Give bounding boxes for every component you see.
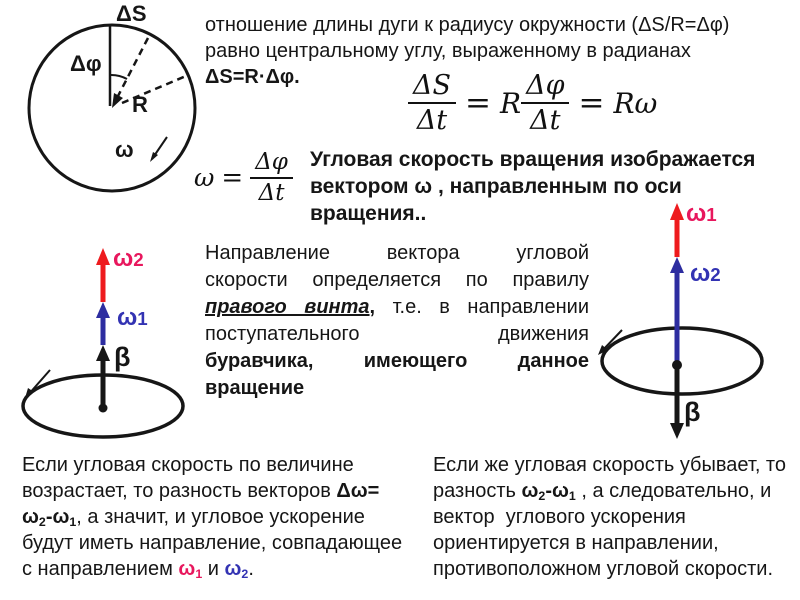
omega2-label: ω2	[113, 245, 144, 272]
omega1-label: ω1	[686, 200, 717, 227]
rotation-direction-arrowhead-icon	[598, 345, 608, 355]
fraction-dphi-dt: Δφ Δt	[250, 150, 293, 206]
dashed-line-arrowhead	[112, 93, 123, 108]
beta-label: β	[114, 342, 131, 372]
fraction-dphi-dt: Δφ Δt	[521, 71, 570, 135]
omega2-arrowhead	[96, 248, 110, 265]
angle-arc	[109, 73, 128, 80]
beta-label: β	[684, 397, 701, 427]
circle-outline	[27, 23, 197, 193]
radius-dashed-line-steep	[115, 37, 150, 99]
rotation-direction-arrowhead-icon	[25, 388, 34, 398]
omega-definition-formula: ω = Δφ Δt	[194, 150, 293, 206]
radius-label: R	[132, 92, 148, 117]
decreasing-speed-diagram	[598, 203, 764, 439]
increasing-speed-diagram	[21, 248, 185, 439]
rotation-arrowhead-icon	[150, 152, 158, 162]
omega2-label: ω2	[690, 260, 721, 287]
arc-ratio-paragraph: отношение длины дуги к радиусу окружност…	[205, 14, 730, 88]
delta-phi-label: Δφ	[70, 51, 102, 76]
arc-length-label: ΔS	[116, 1, 147, 26]
rotation-ellipse	[600, 326, 764, 396]
arc-velocity-formula: ΔS Δt = R Δφ Δt = Rω	[408, 71, 657, 135]
beta-arrowhead	[96, 345, 110, 361]
omega1-label: ω1	[117, 304, 148, 331]
omega1-arrowhead	[670, 203, 684, 220]
fraction-ds-dt: ΔS Δt	[408, 71, 456, 135]
center-dot	[672, 360, 682, 370]
beta-arrowhead	[670, 423, 684, 439]
circle-diagram	[27, 23, 197, 193]
omega2-arrowhead	[670, 257, 684, 273]
omega1-arrowhead	[96, 302, 110, 318]
omega-label: ω	[115, 137, 134, 162]
